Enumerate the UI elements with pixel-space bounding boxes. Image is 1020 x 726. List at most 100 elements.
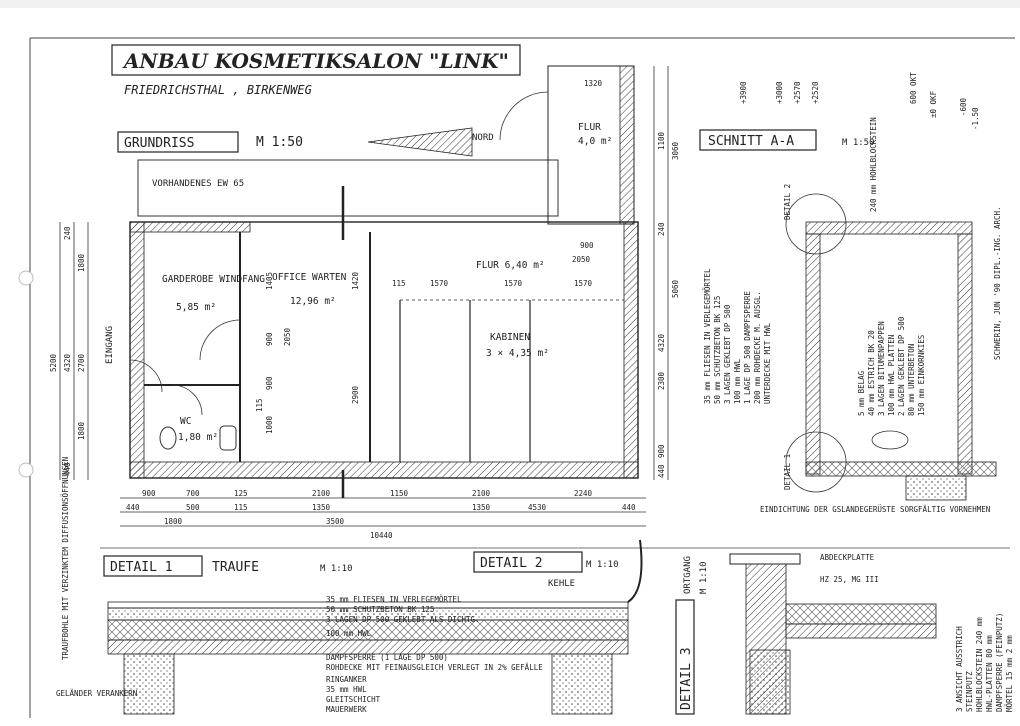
detail1-title: TRAUFE [212, 560, 259, 575]
detail1-label-box [103, 555, 203, 577]
dim-right-8: 440 [657, 464, 666, 478]
section-top-note: 240 mm HOHLBLOCKSTEIN [869, 117, 878, 212]
svg-text:2 LAGEN GEKLEBT DP 500: 2 LAGEN GEKLEBT DP 500 [897, 316, 906, 416]
dim-right-5: 4320 [657, 333, 666, 352]
svg-text:35 mm HWL: 35 mm HWL [326, 685, 367, 694]
door-swing [129, 359, 163, 393]
svg-text:5 mm BELAG: 5 mm BELAG [857, 370, 866, 416]
svg-text:DAMPFSPERRE (1 LAGE DP 500): DAMPFSPERRE (1 LAGE DP 500) [326, 653, 448, 662]
schnitt-label: SCHNITT A-A [708, 134, 794, 149]
dim-left-5: 2700 [77, 353, 86, 372]
detail3-label-box [675, 599, 695, 715]
toilet-icon [159, 426, 177, 450]
level-3: +2570 [793, 81, 802, 104]
dim-bottom-6: 2100 [472, 489, 491, 498]
dim-bottom-8: 440 [126, 503, 140, 512]
dim-inner-1: 1405 [265, 272, 274, 290]
kabinen-name: KABINEN [490, 332, 530, 343]
level-4: +2520 [811, 81, 820, 104]
schnitt-scale: M 1:50 [842, 138, 875, 148]
svg-text:MÖRTEL 15 mm 2 mm: MÖRTEL 15 mm 2 mm [1005, 635, 1014, 712]
wc-area: 1,80 m² [178, 432, 218, 443]
door-swing [171, 384, 203, 416]
flur2-name: FLUR [578, 122, 601, 133]
svg-text:100 mm HWL PLATTEN: 100 mm HWL PLATTEN [887, 335, 896, 416]
svg-text:3 LAGEN GEKLEBT DP 500: 3 LAGEN GEKLEBT DP 500 [723, 304, 732, 404]
dim-bottom-9: 500 [186, 503, 200, 512]
dim-bottom-14: 440 [622, 503, 636, 512]
dim-inner-4: 900 [265, 332, 274, 346]
section-wall [957, 233, 973, 475]
dim-right-4: 5060 [671, 279, 680, 298]
detail3-right-notes: 3 ANSICHT AUSSTRICH STEINPUTZ HOHLBLOCKS… [955, 613, 1014, 712]
wall-hatch [129, 461, 639, 479]
dim-top-5: 1570 [430, 279, 449, 288]
svg-text:UNTERDECKE MIT HWL: UNTERDECKE MIT HWL [763, 322, 772, 404]
detail3-annotation-1: ABDECKPLATTE [820, 553, 875, 562]
svg-text:50 mm SCHUTZBETON BK 125: 50 mm SCHUTZBETON BK 125 [326, 605, 434, 614]
level-6: ±0 OKF [929, 90, 938, 118]
signature-block: SCHWERIN, JUN '90 DIPL.-ING. ARCH. [993, 206, 1002, 360]
section-detail2-label: DETAIL 2 [783, 184, 792, 220]
drawing-title: ANBAU KOSMETIKSALON "LINK" [122, 49, 509, 73]
existing-building [137, 159, 559, 217]
dim-top-4: 115 [392, 279, 406, 288]
detail3-slab [785, 623, 937, 639]
svg-text:35 mm FLIESEN IN VERLEGEMÖRTEL: 35 mm FLIESEN IN VERLEGEMÖRTEL [703, 268, 712, 404]
svg-text:ROHDECKE MIT FEINAUSGLEICH VER: ROHDECKE MIT FEINAUSGLEICH VERLEGT IN 2%… [326, 663, 543, 672]
dim-bottom-15: 1800 [164, 517, 183, 526]
north-label: NORD [472, 133, 494, 143]
dim-inner-6: 900 [265, 376, 274, 390]
flur1-label: FLUR 6,40 m² [476, 260, 545, 271]
dim-right-3: 240 [657, 222, 666, 236]
svg-text:MAUERWERK: MAUERWERK [326, 705, 367, 714]
detail-left-note: TRAUFBOHLE MIT VERZINKTEM DIFFUSIONSÖFFN… [61, 457, 70, 660]
kehle-curve [627, 539, 643, 603]
dim-total: 10440 [370, 531, 393, 540]
schnitt-label-box [699, 129, 817, 151]
dim-left-3: 4320 [63, 353, 72, 372]
detail3-scale: M 1:10 [699, 561, 709, 594]
svg-text:RINGANKER: RINGANKER [326, 675, 367, 684]
dim-top-1: 1320 [584, 79, 603, 88]
svg-text:50 mm SCHUTZBETON BK 125: 50 mm SCHUTZBETON BK 125 [713, 296, 722, 404]
dim-bottom-2: 700 [186, 489, 200, 498]
dim-bottom-16: 3500 [326, 517, 345, 526]
dim-right-2: 3060 [671, 141, 680, 160]
detail1-scale: M 1:10 [320, 564, 353, 574]
existing-label: VORHANDENES EW 65 [152, 179, 244, 189]
section-wall [805, 233, 821, 475]
dim-top-6: 1570 [504, 279, 523, 288]
detail1-label: DETAIL 1 [110, 560, 173, 575]
detail3-block [749, 649, 791, 715]
office-area: 12,96 m² [290, 296, 336, 307]
wall-block [551, 653, 613, 715]
svg-text:GLEITSCHICHT: GLEITSCHICHT [326, 695, 381, 704]
title-box [111, 44, 521, 76]
dim-inner-8: 1000 [265, 415, 274, 434]
svg-text:HOHLBLOCKSTEIN 240 mm: HOHLBLOCKSTEIN 240 mm [975, 617, 984, 712]
detail2-label: DETAIL 2 [480, 556, 543, 571]
wall-hatch [619, 65, 635, 225]
svg-text:100 mm HWL: 100 mm HWL [326, 629, 372, 638]
dim-inner-2: 1420 [351, 271, 360, 290]
dim-left-6: 1800 [77, 421, 86, 440]
section-detail1-label: DETAIL 1 [783, 454, 792, 490]
wall-hatch [623, 221, 639, 479]
wall-hatch [129, 221, 251, 233]
level-1: +3900 [739, 81, 748, 104]
drawing-subtitle: FRIEDRICHSTHAL , BIRKENWEG [124, 83, 312, 97]
detail-annotations: 35 mm FLIESEN IN VERLEGEMÖRTEL 50 mm SCH… [326, 595, 543, 714]
floor-build-up: 5 mm BELAG 40 mm ESTRICH BK 20 3 LAGEN B… [857, 316, 926, 416]
detail-left-note-2: GELÄNDER VERANKERN [56, 689, 137, 698]
flur2-area: 4,0 m² [578, 136, 612, 147]
foundation [905, 475, 967, 501]
dim-right-6: 2300 [657, 371, 666, 390]
detail-2-circle [785, 193, 847, 255]
entrance-label: EINGANG [105, 326, 115, 364]
dim-bottom-7: 2240 [574, 489, 593, 498]
dim-top-2: 900 [580, 241, 594, 250]
level-2: +3000 [775, 81, 784, 104]
